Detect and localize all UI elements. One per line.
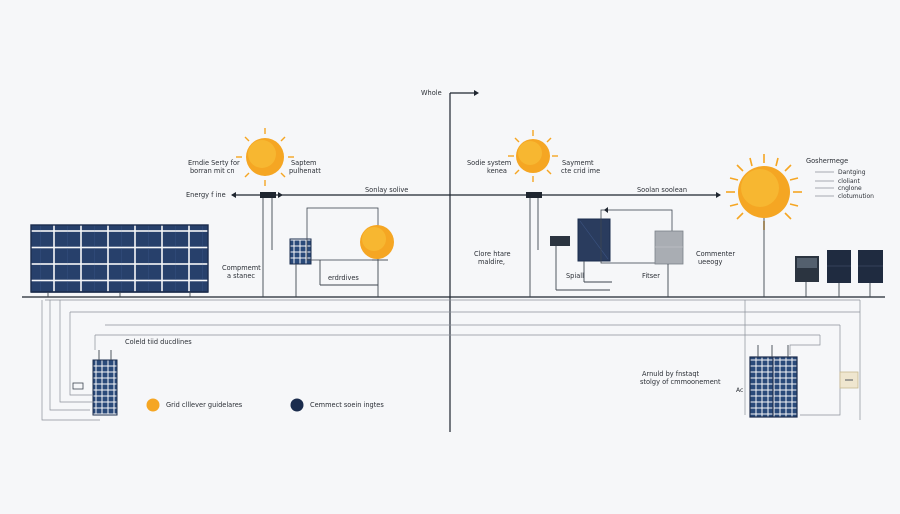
- bus-arrow-right-icon: [716, 192, 721, 198]
- bus-arrow-left-icon: [231, 192, 236, 198]
- grid-legend-dot-icon: [146, 398, 160, 412]
- center-sun-icon: [508, 130, 558, 182]
- right-legend-item-1: Dantging: [838, 169, 866, 176]
- bottom-right-label-2: stolgy of cmmoonement: [640, 378, 721, 386]
- clore-label-1: Clore htare: [474, 250, 511, 258]
- commenter-label-2: ueeogy: [698, 258, 723, 266]
- grid-legend: Grid clllever guidelares: [146, 398, 243, 412]
- lower-wiring: [41, 300, 861, 421]
- left-system-label-1: Saptem: [291, 159, 316, 167]
- component-label-2: a stanec: [227, 272, 255, 280]
- arrow-icon: [604, 207, 608, 213]
- energy-line-label: Energy f ine: [186, 191, 226, 199]
- right-bus-label: Soolan soolean: [637, 186, 687, 194]
- commenter-label-1: Commenter: [696, 250, 735, 258]
- bottom-right-module: [749, 345, 859, 418]
- main-baseline: [22, 296, 885, 301]
- left-inverter-disc: [360, 225, 394, 261]
- center-system-label-2: cte crid ime: [561, 167, 600, 175]
- connect-legend-dot-icon: [290, 398, 304, 412]
- top-axis-label: Whole: [421, 89, 442, 97]
- fitser-label: Fitser: [642, 272, 660, 280]
- center-junction-box: [526, 192, 542, 297]
- right-devices: [795, 250, 883, 297]
- right-legend-title: Goshermege: [806, 157, 848, 165]
- small-tag-label: Ac: [736, 387, 743, 394]
- vertical-axis: Whole: [421, 89, 479, 432]
- connect-legend: Cemmect soein ingtes: [290, 398, 384, 412]
- left-bus-label: Sonlay solive: [365, 186, 408, 194]
- left-small-module: [289, 207, 379, 297]
- left-solar-array: [30, 224, 209, 297]
- energy-bus: Energy f ine Sonlay solive Soolan soolea…: [186, 186, 721, 199]
- connect-legend-label: Cemmect soein ingtes: [310, 401, 384, 409]
- center-system-label-1: Saymemt: [562, 159, 594, 167]
- center-sun-label-2: kenea: [487, 167, 507, 175]
- bottom-right-label-1: Arnuld by fnstaqt: [642, 370, 700, 378]
- left-sun-label-2: borran mit cn: [190, 167, 235, 175]
- right-sun-icon: [726, 154, 802, 297]
- right-legend-item-3: cnglone: [838, 185, 862, 192]
- left-sun-icon: [236, 128, 294, 186]
- center-sun-label-1: Sodie system: [467, 159, 511, 167]
- left-junction-box: [260, 192, 276, 297]
- clore-label-2: maldire,: [478, 258, 505, 266]
- grid-legend-label: Grid clllever guidelares: [166, 401, 243, 409]
- component-label-1: Compmemt: [222, 264, 261, 272]
- bus-arrow-icon: [278, 192, 283, 198]
- right-legend-item-2: cloliant: [838, 178, 860, 185]
- spiall-label: Spiall: [566, 272, 584, 280]
- right-legend: Goshermege Dantging cloliant cnglone clo…: [806, 157, 874, 200]
- left-system-label-2: pulhenatt: [289, 167, 321, 175]
- bottom-left-module: [72, 350, 118, 416]
- erdrdives-label: erdrdives: [328, 274, 359, 282]
- left-sun-label-1: Erndie Serty for: [188, 159, 240, 167]
- center-devices: [550, 207, 684, 297]
- right-legend-item-4: clotumution: [838, 193, 874, 200]
- bottom-left-title: Coleld tiid ducdlines: [125, 338, 192, 346]
